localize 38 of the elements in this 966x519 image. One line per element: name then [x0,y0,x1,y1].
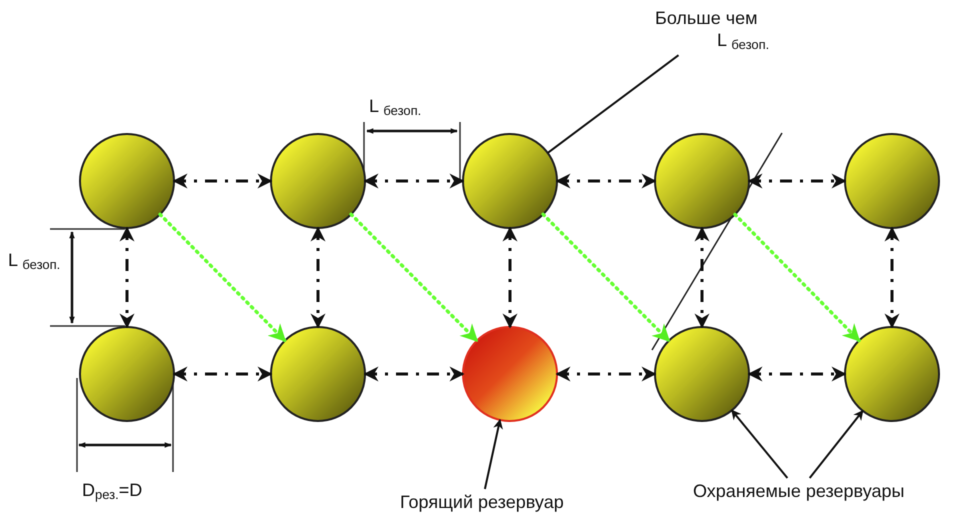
callout-text: Больше чем [655,8,759,30]
burning-tank-circle [461,325,559,423]
tank-circle [269,132,367,230]
tank-circle [78,325,176,423]
dimension-label: L $_{безоп.}$ [369,96,422,119]
callout-text: L $_{безоп.}$ [717,30,770,52]
arrow [748,366,846,382]
spread-arrow [541,212,671,342]
arrow [120,226,134,328]
tank-circle [843,132,941,230]
leader-line [547,54,680,154]
tank-circle [78,132,176,230]
leader-line [484,418,503,490]
tank-circle [269,325,367,423]
dimension-label: D$_{рез.}$=D [82,480,142,503]
arrow [364,174,464,188]
leader-line [731,410,788,479]
arrow [748,174,846,188]
spread-arrow [349,212,479,342]
spread-arrow [158,212,287,342]
tank-circle [653,132,751,230]
arrow [502,226,518,328]
callout-text: Охраняемые резервуары [693,481,904,503]
arrow [310,226,326,328]
dimension-label: L $_{безоп.}$ [8,250,60,273]
arrow [172,366,272,382]
tank-circle [843,325,941,423]
tank-circle [653,325,751,423]
arrow [172,174,272,188]
spread-arrow [733,212,861,342]
arrow [884,226,900,328]
leader-line [808,410,864,479]
tank-circle [461,132,559,230]
arrow [556,174,656,188]
callout-text: Горящий резервуар [400,492,564,514]
arrow [694,226,710,328]
arrow [364,366,464,382]
arrow [556,366,656,382]
